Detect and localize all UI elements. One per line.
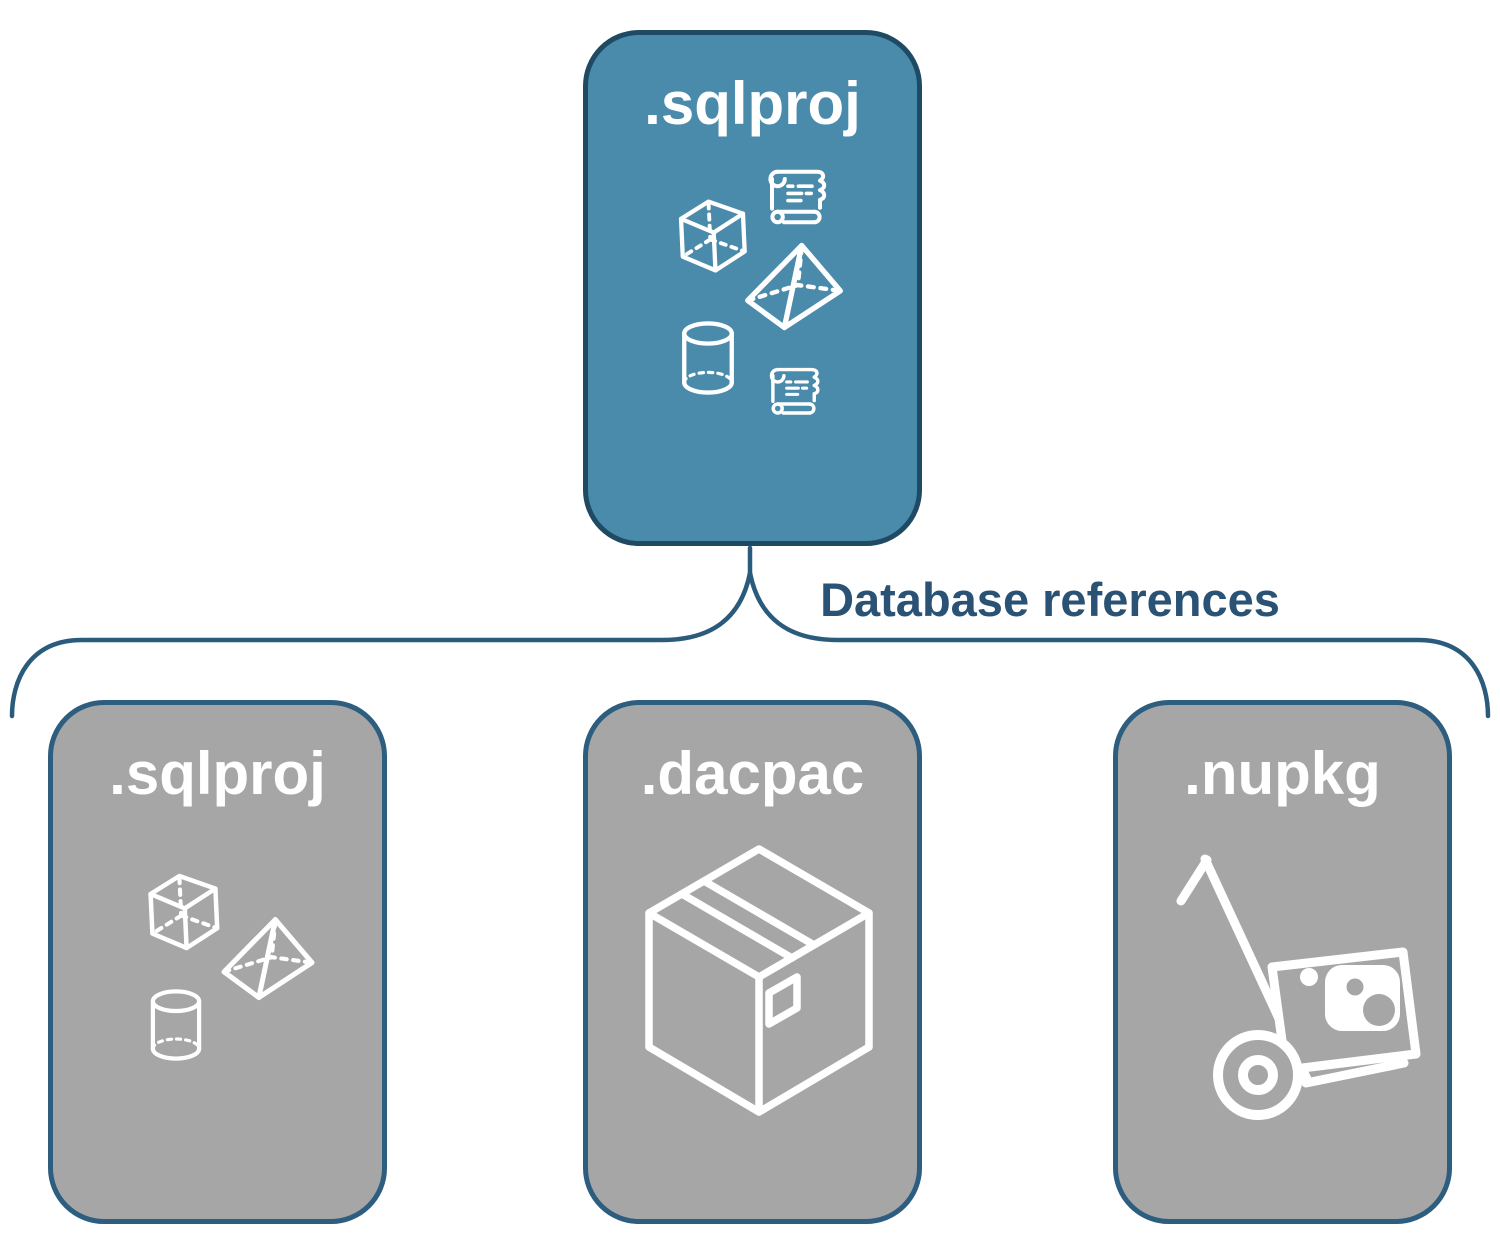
child-node-title: .sqlproj: [109, 740, 326, 807]
root-node-title: .sqlproj: [644, 70, 861, 137]
hand-truck-icon: [1176, 854, 1421, 1120]
cube-icon: [678, 199, 747, 273]
pyramid-icon: [221, 917, 315, 1001]
cylinder-icon: [150, 989, 202, 1061]
child-node-title: .dacpac: [640, 740, 865, 807]
pyramid-icon: [745, 242, 843, 331]
child-node-sqlproj: .sqlproj: [48, 700, 387, 1224]
cylinder-icon: [682, 321, 734, 395]
package-box-icon: [645, 845, 873, 1116]
child-node-title: .nupkg: [1184, 740, 1381, 807]
root-node-sqlproj: .sqlproj: [583, 30, 922, 546]
scroll-icon: [769, 367, 820, 415]
cube-icon: [148, 873, 220, 951]
connector-label: Database references: [820, 573, 1280, 626]
scroll-icon: [768, 169, 827, 225]
child-node-nupkg: .nupkg: [1113, 700, 1452, 1224]
child-node-dacpac: .dacpac: [583, 700, 922, 1224]
